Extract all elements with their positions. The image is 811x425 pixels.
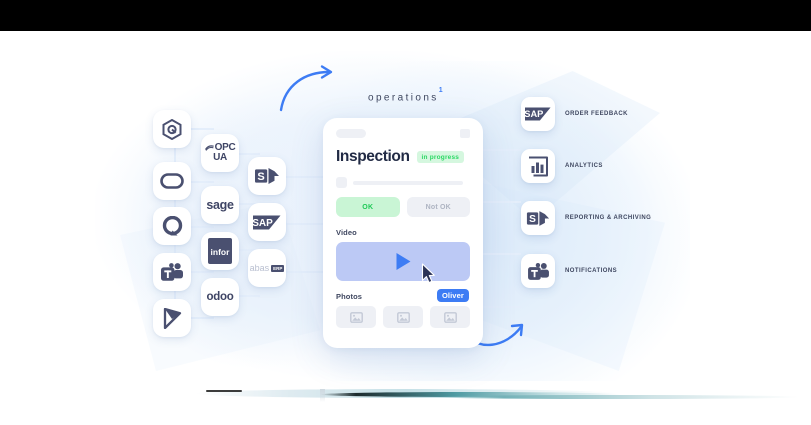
connector-line xyxy=(286,223,324,225)
source-logo-dynamics[interactable] xyxy=(153,299,191,337)
reflection-layer xyxy=(206,390,242,392)
photo-thumbnail-row xyxy=(336,306,470,328)
integration-row-notifications[interactable]: NOTIFICATIONS xyxy=(521,254,617,288)
power-bi-icon xyxy=(529,156,548,176)
curved-arrow-top-left-icon xyxy=(279,65,333,112)
bottom-reflection xyxy=(0,389,811,425)
integration-icon-tile: SAP xyxy=(521,97,555,131)
svg-text:SAP: SAP xyxy=(525,109,543,119)
cursor-name-tag: Oliver xyxy=(437,289,469,302)
microsoft-teams-icon xyxy=(161,263,183,281)
image-placeholder-icon xyxy=(396,311,410,323)
sharepoint-logo: S xyxy=(255,168,279,184)
skeleton-row xyxy=(336,177,470,188)
connector-line xyxy=(186,226,214,228)
integration-row-analytics[interactable]: ANALYTICS xyxy=(521,149,603,183)
svg-text:S: S xyxy=(257,171,264,183)
photo-thumbnail[interactable] xyxy=(383,306,423,328)
connector-line xyxy=(286,271,324,273)
sap-logo: SAP xyxy=(525,107,551,121)
source-logo-teams[interactable] xyxy=(153,253,191,291)
card-title: Inspection xyxy=(336,148,410,165)
connector-line xyxy=(483,306,521,308)
source-logo-sage[interactable]: sage xyxy=(201,186,239,224)
not-ok-button[interactable]: Not OK xyxy=(406,197,470,217)
connector-line xyxy=(483,253,521,255)
source-logo-circle-mark[interactable] xyxy=(153,207,191,245)
video-section-label: Video xyxy=(336,228,357,237)
page-title-text: operations xyxy=(368,92,439,104)
integration-label: ORDER FEEDBACK xyxy=(565,111,628,117)
connector-line xyxy=(483,201,521,203)
card-topbar xyxy=(336,118,470,146)
connector-line xyxy=(236,203,260,205)
top-black-bar xyxy=(0,0,811,31)
inspection-card: Inspection in progress OK Not OK Video P… xyxy=(323,118,483,348)
skeleton-pill xyxy=(336,129,366,138)
connector-line xyxy=(236,295,260,297)
reflection-layer xyxy=(320,392,620,397)
skeleton-box xyxy=(336,177,347,188)
illustration-scene: OPC UA sage infor odoo S xyxy=(0,31,811,389)
source-logo-abas-erp[interactable]: abas ERP xyxy=(248,249,286,287)
source-logo-sap[interactable]: SAP xyxy=(248,203,286,241)
image-placeholder-icon xyxy=(443,311,457,323)
source-logo-hexagon-cube[interactable] xyxy=(153,110,191,148)
integration-label: NOTIFICATIONS xyxy=(565,268,618,274)
source-logo-sharepoint[interactable]: S xyxy=(248,157,286,195)
microsoft-dynamics-icon xyxy=(163,307,181,329)
source-logo-opc-ua[interactable]: OPC UA xyxy=(201,134,239,172)
circle-mark-icon xyxy=(162,215,182,235)
image-placeholder-icon xyxy=(349,311,363,323)
reflection-layer xyxy=(320,389,325,402)
hexagon-cube-icon xyxy=(162,118,182,140)
microsoft-teams-icon xyxy=(527,262,549,280)
integration-icon-tile xyxy=(521,254,555,288)
connector-line xyxy=(286,176,324,178)
connector-line xyxy=(186,128,214,130)
connector-line xyxy=(186,181,214,183)
skeleton-line xyxy=(353,180,463,185)
sap-logo: SAP xyxy=(253,215,281,229)
card-header: Inspection in progress xyxy=(336,148,470,166)
photo-thumbnail[interactable] xyxy=(336,306,376,328)
integration-row-reporting-archiving[interactable]: S REPORTING & ARCHIVING xyxy=(521,201,651,235)
photos-section-label: Photos xyxy=(336,292,363,301)
skeleton-square xyxy=(460,129,470,138)
opc-swoosh-icon xyxy=(204,145,214,151)
rounded-rectangle-icon xyxy=(160,173,184,189)
source-logo-rounded-rectangle[interactable] xyxy=(153,162,191,200)
ok-button[interactable]: OK xyxy=(336,197,400,217)
video-player[interactable] xyxy=(336,242,470,281)
connector-line xyxy=(236,249,260,251)
svg-text:SAP: SAP xyxy=(253,218,273,229)
play-icon[interactable] xyxy=(395,252,412,271)
integration-label: REPORTING & ARCHIVING xyxy=(565,215,652,221)
photo-thumbnail[interactable] xyxy=(430,306,470,328)
integration-icon-tile xyxy=(521,149,555,183)
source-logo-infor[interactable]: infor xyxy=(201,232,239,270)
connector-line xyxy=(186,271,214,273)
page-title-footnote: 1 xyxy=(438,87,443,95)
connector-line xyxy=(483,149,521,151)
connector-line xyxy=(236,153,260,155)
integration-icon-tile: S xyxy=(521,201,555,235)
connector-line xyxy=(186,317,214,319)
svg-text:S: S xyxy=(529,214,536,225)
reflection-layer xyxy=(430,395,800,399)
source-logo-odoo[interactable]: odoo xyxy=(201,278,239,316)
decision-button-row: OK Not OK xyxy=(336,197,470,217)
page-title: operations1 xyxy=(368,87,443,104)
integration-row-order-feedback[interactable]: SAP ORDER FEEDBACK xyxy=(521,97,628,131)
integration-label: ANALYTICS xyxy=(565,163,603,169)
sharepoint-logo: S xyxy=(526,210,550,226)
mouse-pointer-icon xyxy=(421,263,435,284)
status-badge: in progress xyxy=(416,151,465,163)
